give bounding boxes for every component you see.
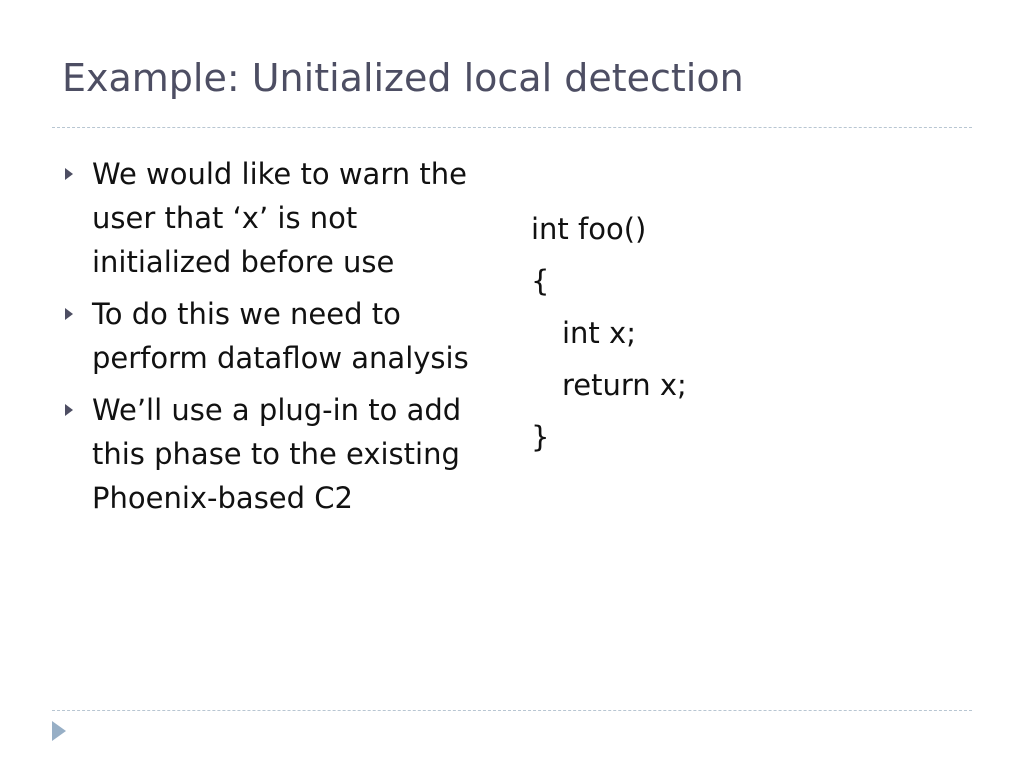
code-line: int foo() bbox=[531, 212, 647, 246]
bottom-divider bbox=[52, 710, 972, 711]
top-divider bbox=[52, 127, 972, 128]
code-sample: int foo() { int x; return x; } bbox=[531, 203, 931, 463]
bullet-item: To do this we need to perform dataflow a… bbox=[62, 292, 482, 380]
slide-title: Example: Unitialized local detection bbox=[62, 56, 744, 100]
bullet-triangle-icon bbox=[65, 168, 73, 180]
bullet-item: We’ll use a plug-in to add this phase to… bbox=[62, 388, 482, 520]
bullet-triangle-icon bbox=[65, 404, 73, 416]
bullet-item: We would like to warn the user that ‘x’ … bbox=[62, 152, 482, 284]
bullet-triangle-icon bbox=[65, 308, 73, 320]
code-line: int x; bbox=[562, 316, 636, 350]
bullet-text: We’ll use a plug-in to add this phase to… bbox=[92, 393, 462, 515]
code-line: return x; bbox=[562, 368, 687, 402]
code-line: { bbox=[531, 264, 550, 298]
bullet-text: To do this we need to perform dataflow a… bbox=[92, 297, 469, 375]
next-slide-arrow-icon[interactable] bbox=[52, 721, 66, 741]
bullet-list: We would like to warn the user that ‘x’ … bbox=[62, 152, 482, 528]
bullet-text: We would like to warn the user that ‘x’ … bbox=[92, 157, 467, 279]
code-line: } bbox=[531, 420, 550, 454]
